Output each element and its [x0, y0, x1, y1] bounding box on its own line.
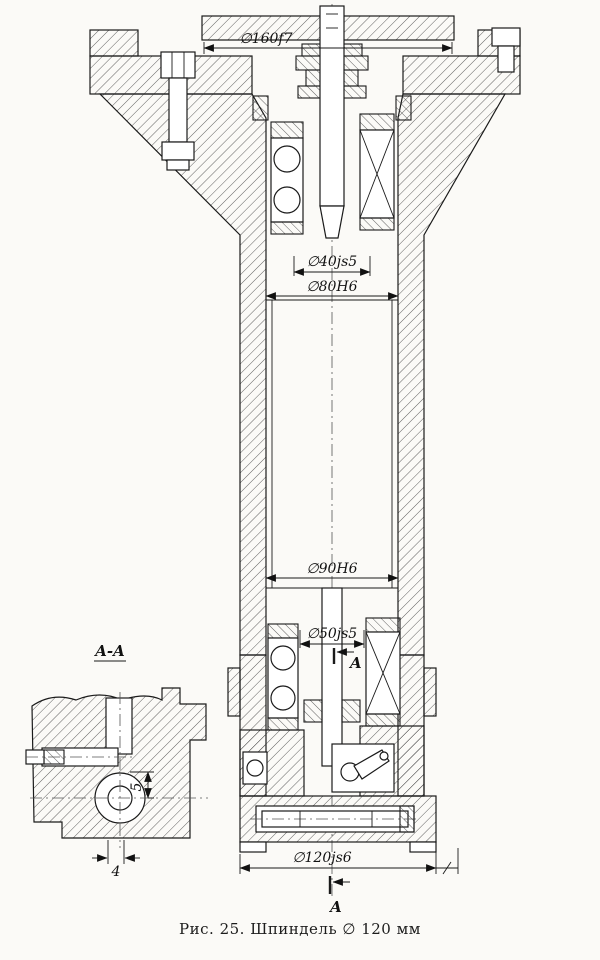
dim-upper-bore: ∅80H6 — [306, 279, 357, 295]
detail-vertical-channel — [105, 697, 133, 755]
bolt-head — [160, 51, 196, 79]
dim-base: ∅120js6 — [292, 850, 351, 866]
dim-detail-width: 4 — [111, 864, 121, 880]
detail-view-a-a: A-A 5 4 — [25, 642, 208, 880]
detail-label: A-A — [93, 642, 125, 660]
bolt-shank — [168, 77, 188, 143]
base-assembly — [239, 805, 437, 853]
dim-detail-offset: 5 — [129, 782, 145, 791]
dim-upper-shaft: ∅40js5 — [307, 254, 358, 270]
ball-upper-1 — [273, 145, 301, 173]
mounting-bolt-left — [160, 51, 196, 171]
cut-mark-lower: A — [328, 898, 342, 916]
figure-caption: Рис. 25. Шпиндель ∅ 120 мм — [179, 920, 421, 938]
spindle-lower-end — [242, 587, 395, 793]
cut-mark-upper: A — [348, 654, 362, 672]
mounting-bolt-right — [491, 27, 521, 73]
lever-pin — [379, 751, 389, 761]
dim-lower-shaft: ∅50js5 — [307, 626, 358, 642]
main-section-view — [89, 4, 521, 900]
collar-right — [423, 667, 437, 717]
foot-right — [409, 841, 437, 853]
dimensions: ∅160f7 ∅40js5 ∅80H6 ∅90H6 ∅50js5 ∅120js6 — [203, 31, 459, 875]
shaft — [319, 5, 345, 207]
shaft-lower — [321, 587, 343, 767]
ball-lower-1 — [270, 645, 296, 671]
wall-left — [98, 93, 267, 656]
spindle-shaft-upper — [319, 5, 345, 239]
bolt-shank — [497, 45, 515, 73]
ball-lower-2 — [270, 685, 296, 711]
lower-bearing-group — [267, 617, 401, 731]
shaft-nose — [319, 205, 345, 239]
dim-flange: ∅160f7 — [239, 31, 292, 47]
wall-right — [397, 93, 507, 656]
ball-upper-2 — [273, 186, 301, 214]
section-cut-marks: A A — [328, 648, 362, 916]
bolt-head — [491, 27, 521, 47]
dim-lower-bore: ∅90H6 — [306, 561, 357, 577]
bolt-washer — [166, 159, 190, 171]
plunger — [246, 759, 264, 777]
collar-left — [227, 667, 241, 717]
foot-left — [239, 841, 267, 853]
bolt-nut — [161, 141, 195, 161]
flange-step-left — [89, 29, 139, 57]
